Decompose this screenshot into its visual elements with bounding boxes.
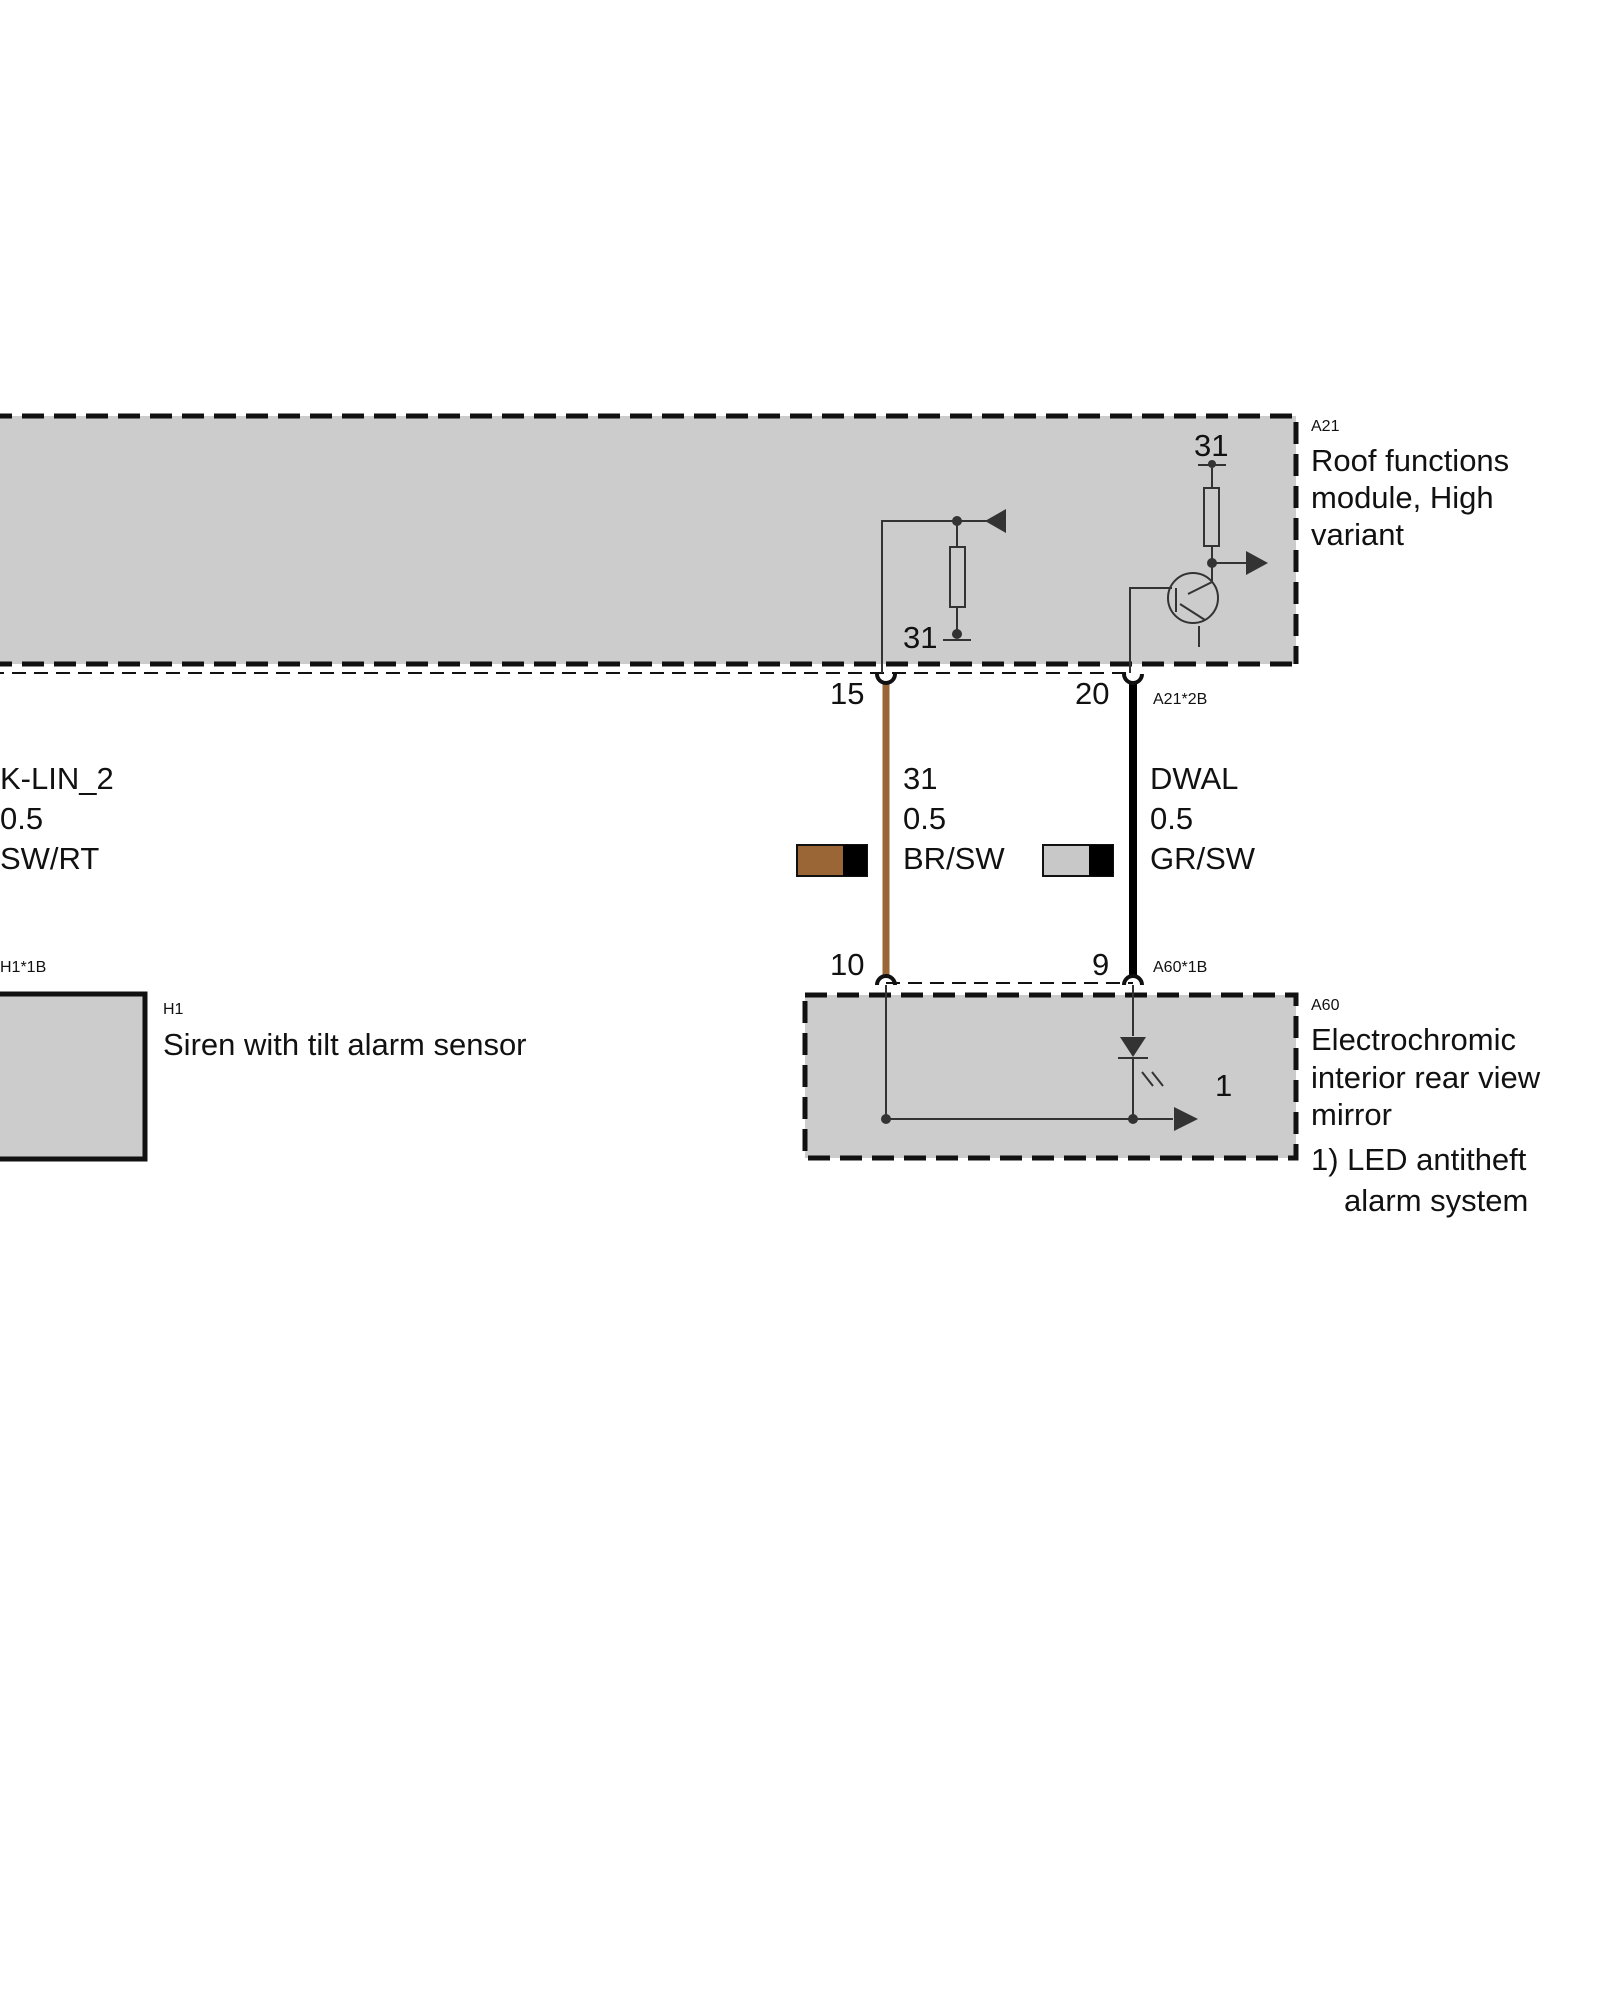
module-h1-box <box>0 991 148 1162</box>
wire-size: 0.5 <box>0 801 43 836</box>
wire-k-lin-2: K-LIN_2 0.5 SW/RT <box>0 761 114 876</box>
wire-color-code: BR/SW <box>903 841 1005 876</box>
footnote-line-1: 1) LED antitheft <box>1311 1142 1527 1177</box>
junction-dot <box>952 516 962 526</box>
wire-color-swatch-stripe <box>843 845 867 876</box>
arrow-left-icon <box>985 509 1006 533</box>
wire-signal: K-LIN_2 <box>0 761 114 796</box>
module-a60-name-line-1: Electrochromic <box>1311 1022 1516 1057</box>
ground-label-left: 31 <box>903 620 937 655</box>
junction-dot <box>1128 1114 1138 1124</box>
module-a60-name-line-2: interior rear view <box>1311 1060 1541 1095</box>
wire-color-swatch-stripe <box>1089 845 1113 876</box>
module-h1-name: Siren with tilt alarm sensor <box>163 1027 527 1062</box>
wire-size: 0.5 <box>1150 801 1193 836</box>
module-a21-name-line-3: variant <box>1311 517 1404 552</box>
led-diode-icon <box>1120 1037 1146 1057</box>
pin-top-label: 20 <box>1075 676 1109 711</box>
pin-arc <box>1122 974 1144 986</box>
resistor-icon <box>1203 487 1220 547</box>
module-a60: A60*1B 1 A60 Electrochromic interior rea… <box>802 959 1541 1218</box>
wire-dwal: 20 9 DWAL 0.5 GR/SW <box>1042 673 1256 986</box>
module-a60-name-line-3: mirror <box>1311 1097 1392 1132</box>
module-h1-id: H1 <box>163 1001 184 1018</box>
module-a21-id: A21 <box>1311 418 1340 435</box>
footnote-line-2: alarm system <box>1344 1183 1528 1218</box>
wire-signal: DWAL <box>1150 761 1238 796</box>
arrow-right-icon <box>1174 1107 1198 1131</box>
junction-dot <box>881 1114 891 1124</box>
module-a21-border <box>0 413 1299 664</box>
module-a21-box <box>0 416 1296 664</box>
footnote-marker: 1 <box>1215 1068 1232 1103</box>
module-a21-name-line-2: module, High <box>1311 480 1494 515</box>
pin-bottom-label: 10 <box>830 947 864 982</box>
connector-h1-label: H1*1B <box>0 959 46 976</box>
connector-a21-label: A21*2B <box>1153 691 1207 708</box>
module-a21: 31 31 A21 Roof functions module, High va… <box>0 413 1509 708</box>
pin-arc <box>1122 673 1144 685</box>
junction-dot <box>1207 558 1217 568</box>
pin-arc <box>875 673 897 685</box>
module-a60-id: A60 <box>1311 997 1340 1014</box>
junction-dot <box>952 629 962 639</box>
connector-a60-label: A60*1B <box>1153 959 1207 976</box>
module-a21-name-line-1: Roof functions <box>1311 443 1509 478</box>
wire-color-code: SW/RT <box>0 841 99 876</box>
pin-top-label: 15 <box>830 676 864 711</box>
wire-signal: 31 <box>903 761 937 796</box>
wire-color-code: GR/SW <box>1150 841 1256 876</box>
arrow-right-icon <box>1246 551 1268 575</box>
pin-arc <box>875 974 897 986</box>
module-h1: H1*1B H1 Siren with tilt alarm sensor <box>0 959 527 1162</box>
junction-dot <box>1208 460 1216 468</box>
pin-bottom-label: 9 <box>1092 947 1109 982</box>
wire-size: 0.5 <box>903 801 946 836</box>
transistor-driver-circuit <box>1129 464 1248 673</box>
transistor-icon <box>1167 572 1219 624</box>
wire-31: 15 10 31 0.5 BR/SW <box>796 673 1005 986</box>
ground-label-top: 31 <box>1194 428 1228 463</box>
